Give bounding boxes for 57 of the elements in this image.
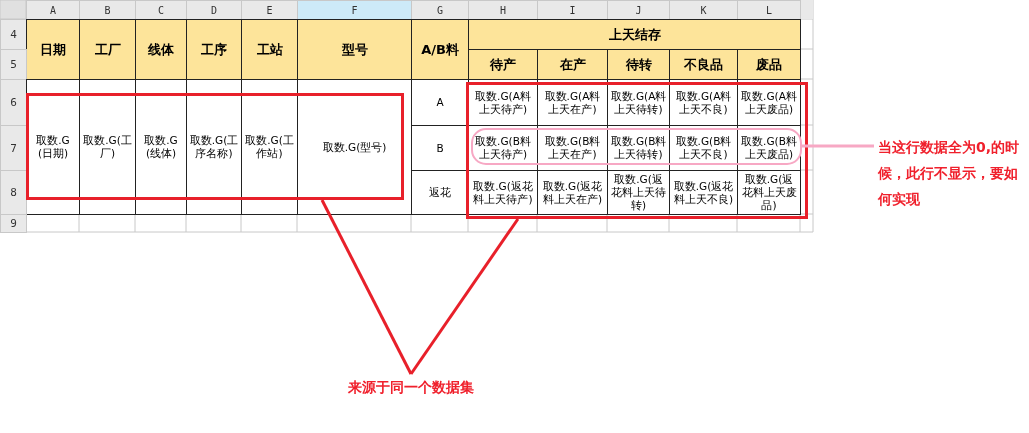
column-letter: G [437, 4, 443, 16]
table-cell-text: 取数.G(A料上天待产) [474, 89, 532, 116]
table-cell: A [436, 96, 444, 109]
table-cell: 取数.G(型号) [322, 140, 387, 154]
column-letter: F [351, 4, 358, 16]
column-letter: J [635, 4, 642, 16]
table-cell: 取数.G(返花料上天废品) [740, 173, 798, 212]
column-header: 废品 [756, 55, 782, 74]
column-letter: D [211, 4, 217, 16]
column-letter: A [50, 4, 56, 16]
table-cell: 取数.G(A料上天废品) [740, 89, 798, 116]
column-header: 上天结存 [608, 25, 661, 44]
caption-text: 来源于同一个数据集 [347, 378, 475, 397]
column-header: 工厂 [94, 40, 121, 59]
column-letter: B [104, 4, 111, 16]
table-cell: B [436, 141, 444, 155]
column-letter: E [266, 4, 273, 16]
column-letter: K [700, 4, 707, 16]
row-number: 6 [10, 96, 17, 109]
table-cell: 取数.G(工厂) [82, 134, 133, 160]
column-header: 日期 [40, 40, 66, 59]
table-cell: 取数.G(B料上天废品) [740, 135, 798, 161]
column-header: 待产 [490, 55, 516, 74]
row-number: 7 [10, 141, 17, 155]
table-cell-text: 取数.G(返花料上天待产) [472, 179, 534, 206]
table-cell: 取数.G(工序名称) [189, 134, 239, 160]
row-number: 9 [10, 217, 17, 230]
row-number: 5 [10, 58, 17, 71]
row-number: 8 [10, 186, 17, 199]
annotation-text: 当这行数据全为0,的时候，此行不显示，要如何实现 [878, 138, 1021, 209]
table-cell: 取数.G(返花料上天不良) [672, 179, 735, 206]
column-letter: L [766, 4, 772, 16]
table-cell-text: 取数.G(B料上天不良) [674, 135, 733, 161]
table-cell: 取数.G(返花料上天待转) [610, 173, 667, 212]
column-header: 待转 [625, 55, 652, 74]
column-header: 线体 [148, 40, 174, 59]
column-header: 工站 [256, 40, 283, 59]
table-cell: 取数.G(A料上天待转) [610, 89, 667, 116]
table-cell: 取数.G(B料上天待转) [610, 135, 667, 161]
table-cell: 返花 [429, 186, 451, 199]
column-letter: I [569, 4, 576, 16]
table-cell-text: 取数.G(A料上天不良) [674, 89, 733, 116]
column-header: 型号 [341, 40, 368, 59]
table-cell: 取数.G(工作站) [244, 134, 295, 160]
column-header: 工序 [201, 40, 227, 59]
column-header: A/B料 [421, 40, 459, 59]
column-header: 不良品 [684, 55, 723, 74]
table-cell-text: 取数.G(B料上天待产) [474, 135, 532, 161]
table-cell-text: 取数.G(日期) [35, 134, 71, 160]
column-letter: C [158, 4, 164, 16]
table-cell-text: 取数.G(返花料上天在产) [541, 179, 604, 206]
table-cell-text: 取数.G(A料上天在产) [543, 89, 602, 116]
row-number: 4 [10, 28, 17, 41]
table-cell-text: 取数.G(线体) [143, 134, 179, 160]
table-cell-text: 取数.G(B料上天在产) [543, 135, 602, 161]
column-letter: H [500, 4, 506, 16]
column-header: 在产 [559, 55, 586, 74]
